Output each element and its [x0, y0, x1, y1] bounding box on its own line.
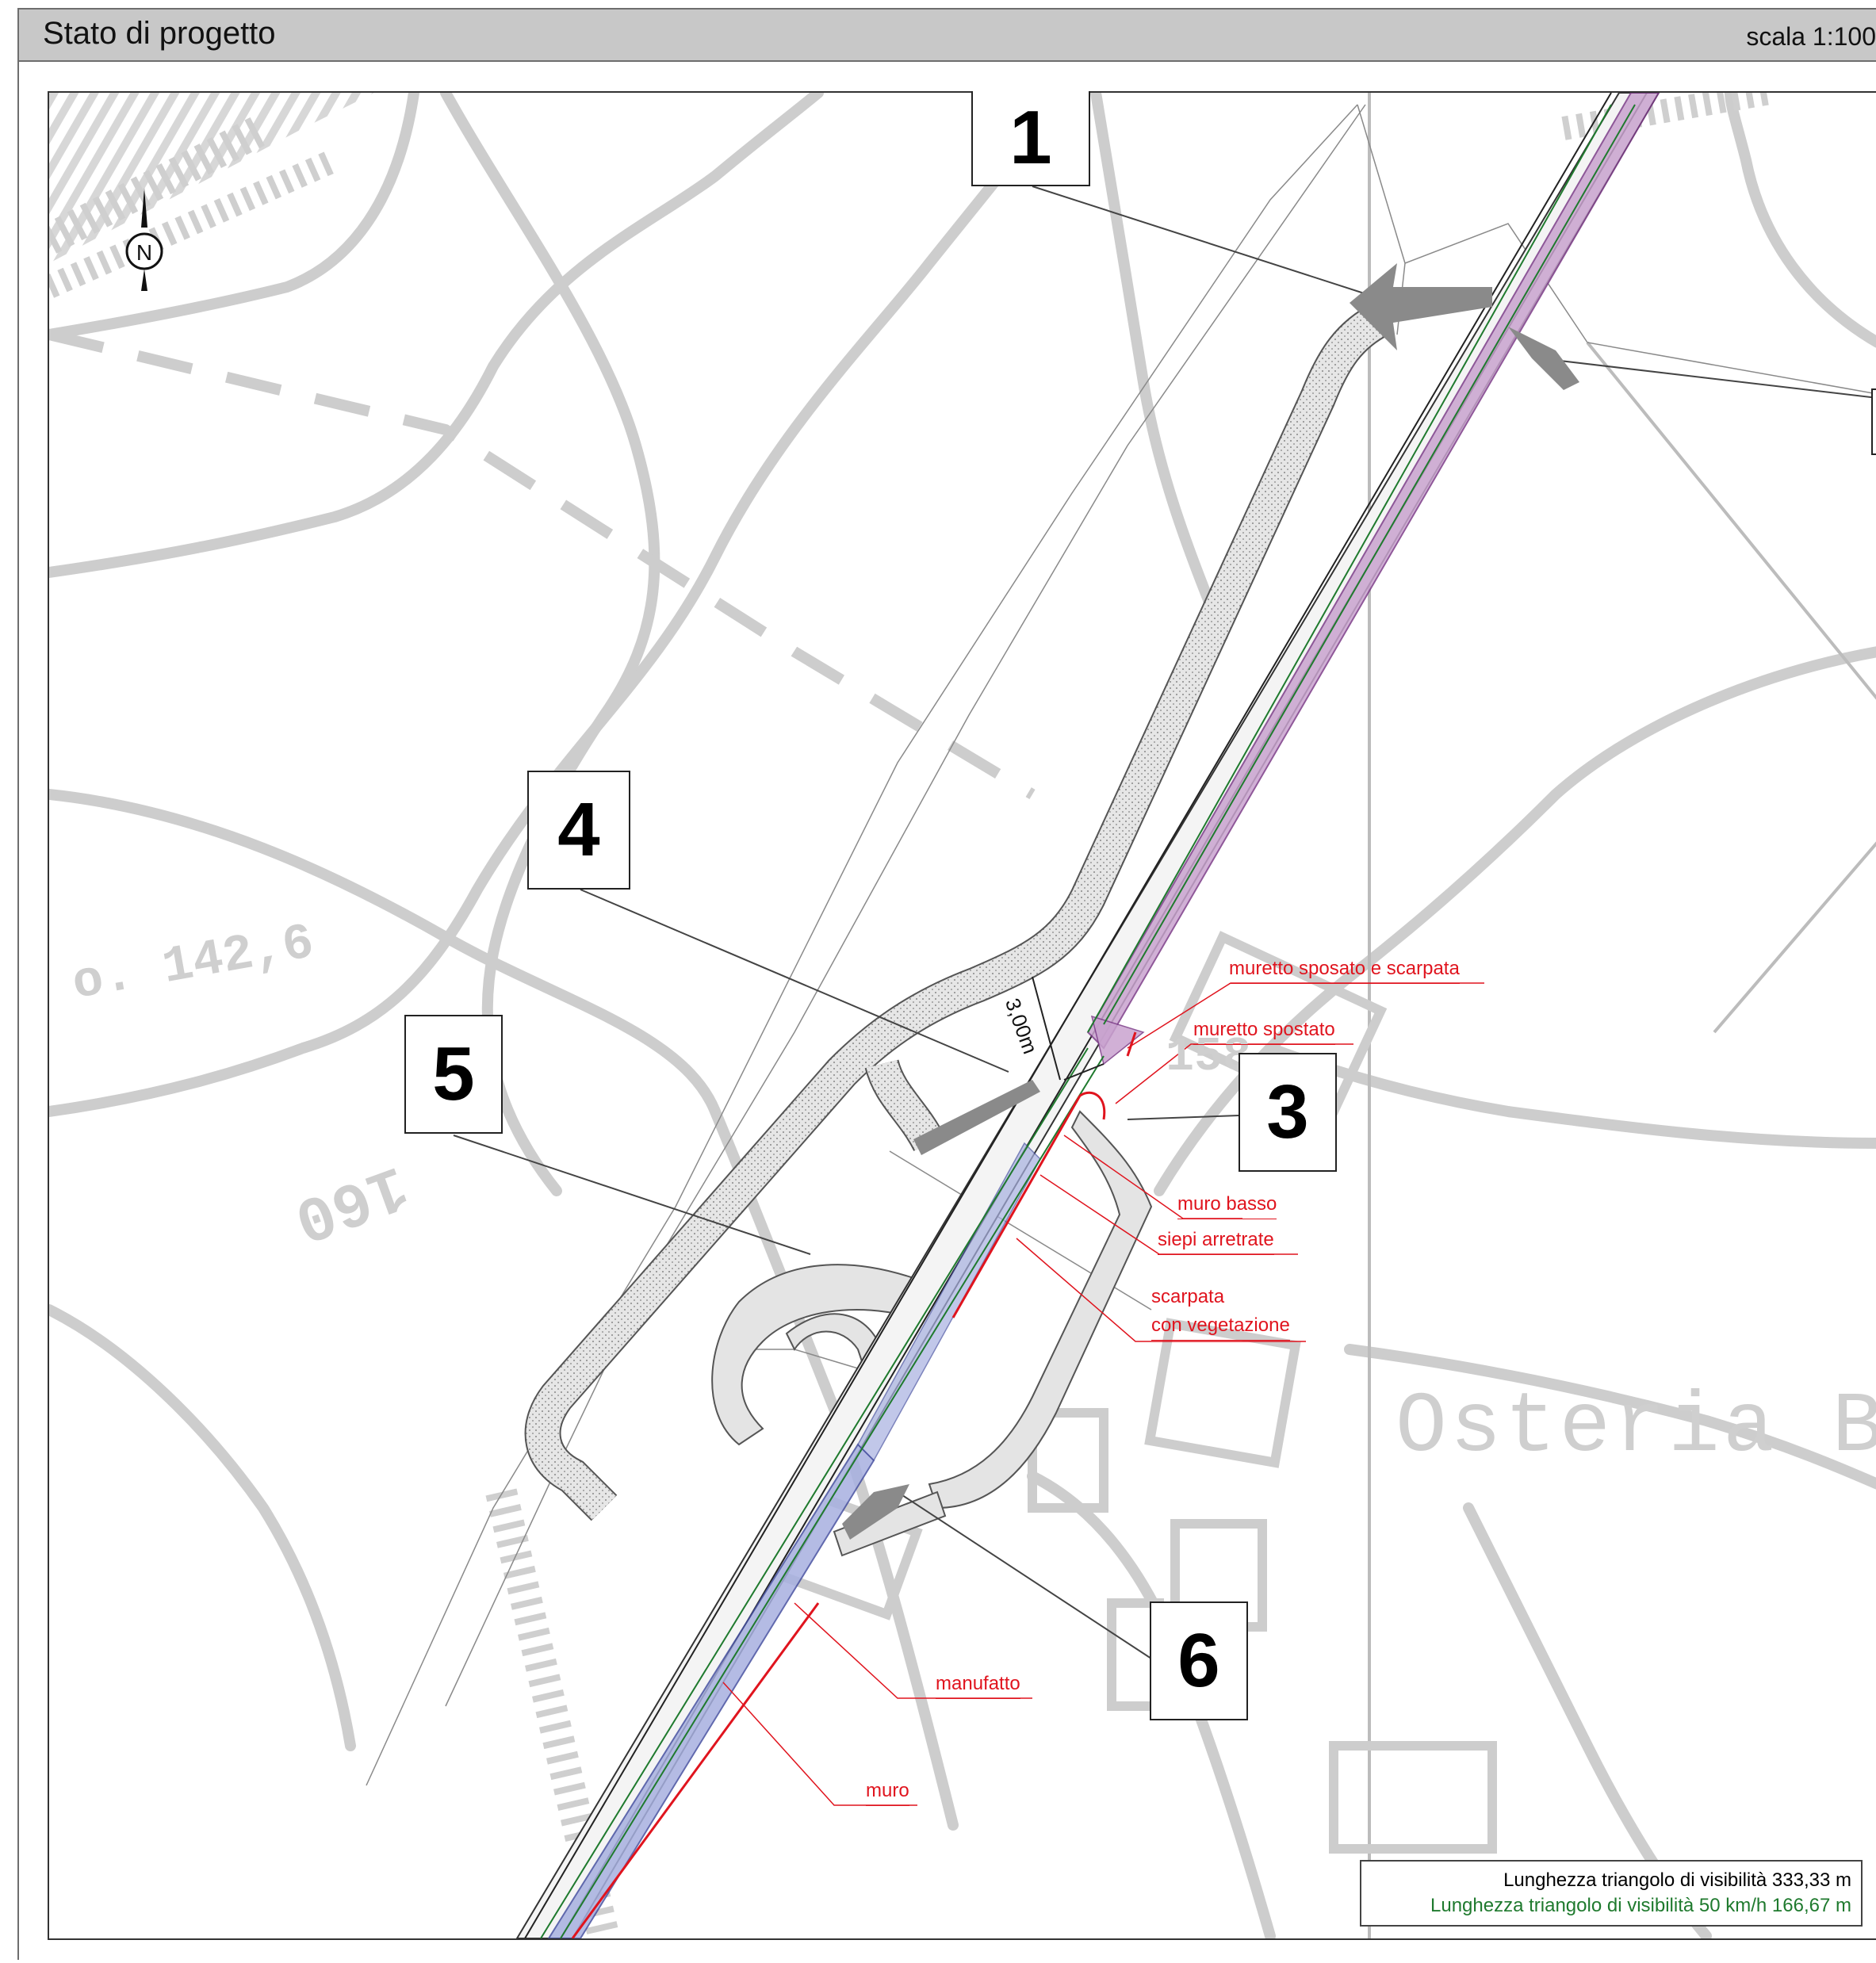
visibility-triangle-south	[540, 1047, 1105, 1938]
access-road	[524, 302, 1390, 1521]
red-wall-lines	[571, 1031, 1137, 1938]
label-muro-basso: muro basso	[1177, 1192, 1277, 1219]
callout-6: 6	[1150, 1601, 1248, 1720]
callout-5: 5	[404, 1015, 503, 1134]
callout-partial-edge	[1871, 388, 1876, 455]
callout-3: 3	[1239, 1053, 1337, 1172]
scale-label: scala 1:100	[1746, 22, 1876, 51]
callout-1: 1	[971, 91, 1090, 186]
label-muretto-spostato: muretto spostato	[1193, 1017, 1335, 1045]
legend-row-50kmh: Lunghezza triangolo di visibilità 50 km/…	[1430, 1895, 1851, 1916]
north-letter: N	[136, 240, 152, 265]
contour-lines	[49, 93, 1876, 1938]
label-muretto-sposato-scarpata: muretto sposato e scarpata	[1229, 956, 1460, 984]
visibility-triangle-north	[1086, 93, 1660, 1066]
label-con-vegetazione: con vegetazione	[1151, 1313, 1290, 1341]
label-scarpata: scarpata	[1151, 1286, 1225, 1307]
map-area: N	[48, 91, 1876, 1940]
visibility-legend: Lunghezza triangolo di visibilità 333,33…	[1360, 1860, 1863, 1927]
north-arrow-icon: N	[125, 188, 163, 291]
legend-row-total: Lunghezza triangolo di visibilità 333,33…	[1503, 1869, 1851, 1891]
dimension-3m	[1032, 976, 1105, 1081]
map-grid-lines	[1368, 93, 1876, 1938]
label-muro: muro	[866, 1778, 909, 1806]
contour-label-158: 158	[1166, 1031, 1252, 1085]
callout-4: 4	[527, 771, 630, 890]
callout-leaders	[453, 186, 1876, 1659]
dashed-boundary	[49, 329, 1036, 800]
sheet-frame	[17, 8, 1876, 1960]
label-siepi-arretrate: siepi arretrate	[1158, 1227, 1274, 1255]
label-manufatto: manufatto	[936, 1671, 1020, 1699]
place-name-osteria: Osteria Be	[1396, 1379, 1876, 1476]
sheet-title: Stato di progetto	[43, 16, 276, 51]
north-arrow: N	[121, 188, 168, 291]
access-arrows	[842, 263, 1579, 1540]
map-canvas	[49, 93, 1876, 1938]
sheet-header: Stato di progetto scala 1:100	[19, 10, 1876, 62]
junction-surfaces	[711, 1110, 1153, 1557]
